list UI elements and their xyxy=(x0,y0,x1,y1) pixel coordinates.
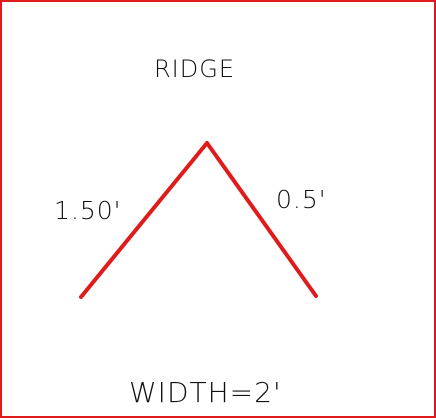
diagram-title: RIDGE xyxy=(154,55,235,83)
left-side-label: 1.50' xyxy=(54,196,122,225)
width-label: WIDTH=2' xyxy=(129,376,282,409)
ridge-right-line xyxy=(205,141,318,298)
right-side-label: 0.5' xyxy=(276,185,327,214)
ridge-left-line xyxy=(79,141,209,299)
